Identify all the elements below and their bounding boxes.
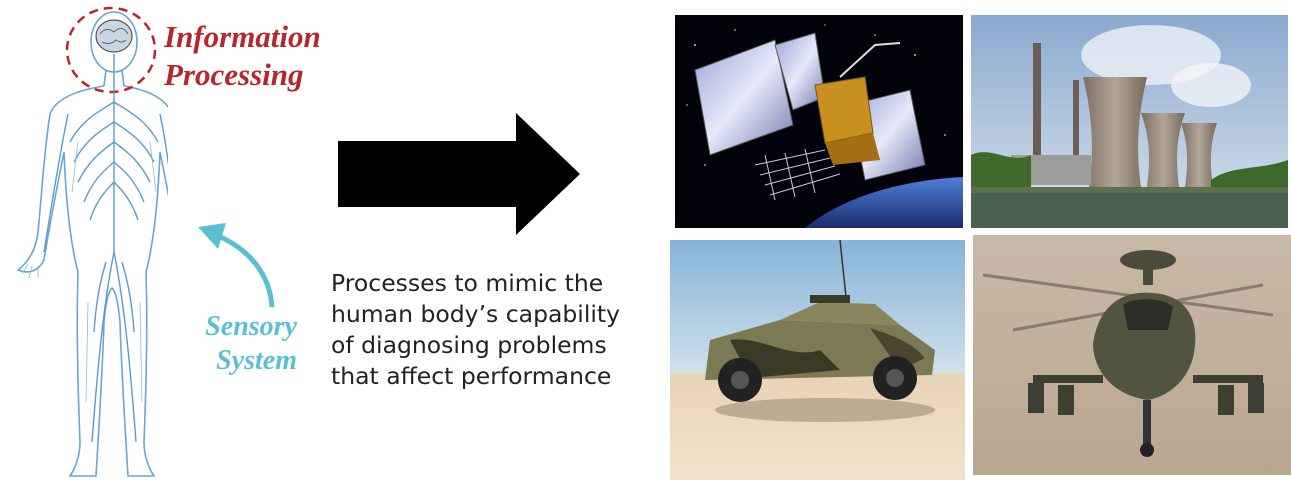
sensory-system-line-2: System: [216, 345, 297, 376]
brain-icon: [95, 19, 133, 53]
right-arrow-icon: [338, 113, 580, 235]
caption-line-2: human body’s capability: [331, 300, 621, 328]
power-plant-photo: [971, 15, 1288, 228]
caption-line-4: that affect performance: [331, 362, 612, 390]
information-processing-line-2: Processing: [164, 57, 304, 92]
humvee-photo: [670, 240, 965, 480]
sensory-system-line-1: Sensory: [205, 311, 297, 342]
sensory-system-label: Sensory System: [197, 310, 297, 378]
sensory-arrow-icon: [198, 223, 275, 308]
caption-line-1: Processes to mimic the: [331, 269, 604, 297]
head-highlight-circle: [65, 6, 157, 94]
satellite-photo: [675, 15, 963, 228]
helicopter-photo: [973, 235, 1291, 475]
information-processing-label: Information Processing: [164, 18, 321, 94]
caption-line-3: of diagnosing problems: [331, 331, 607, 359]
information-processing-line-1: Information: [164, 19, 321, 54]
human-nervous-system-illustration: [16, 6, 168, 477]
caption-text: Processes to mimic the human body’s capa…: [331, 268, 671, 392]
